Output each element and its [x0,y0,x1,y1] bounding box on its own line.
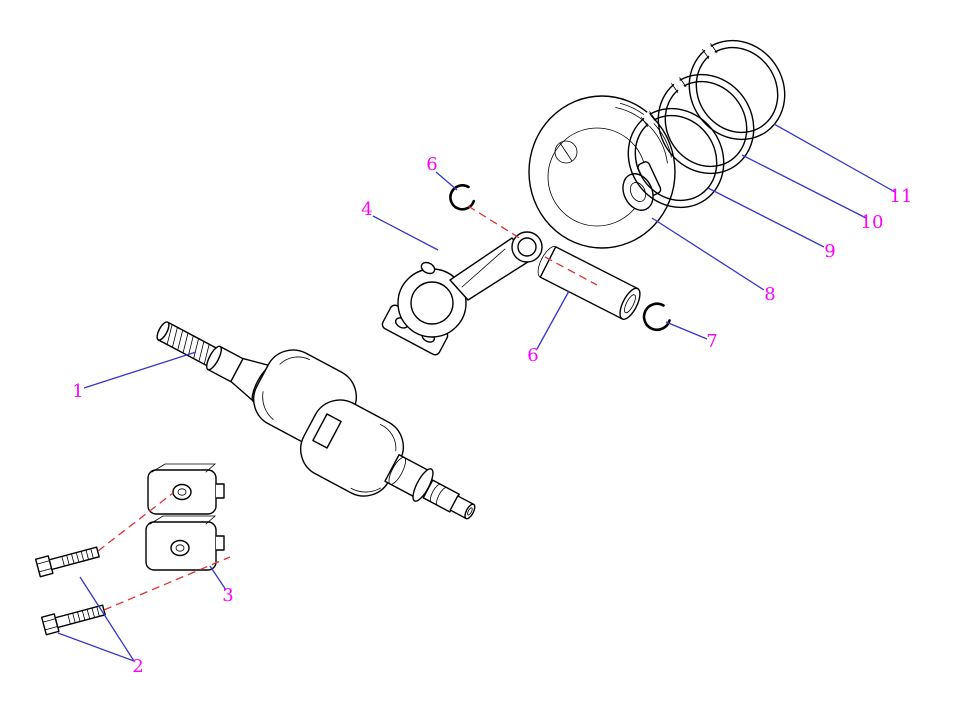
callout-6-circlip: 6 [426,154,438,176]
callout-11: 11 [889,186,913,208]
piston-ring-drawing-10 [657,73,755,175]
bolt-drawing-1 [34,546,100,578]
callout-6-piston-pin: 6 [527,345,539,367]
piston-pin-drawing [537,246,641,320]
bearing-block-drawing [145,463,225,571]
callout-7: 7 [706,331,718,353]
piston-ring-drawing-11 [688,39,786,141]
callout-3: 3 [222,585,234,607]
alignment-lines [97,205,598,611]
crankshaft-drawing [156,321,476,520]
callout-4: 4 [361,199,373,221]
piston-ring-drawing-9 [627,107,725,209]
piston-drawing [528,95,676,249]
callout-2: 2 [132,656,144,678]
callout-1: 1 [72,381,84,403]
leader-lines [57,123,896,662]
callout-10: 10 [860,212,884,234]
connecting-rod-drawing [381,231,543,356]
circlip-right-drawing [642,302,671,332]
circlip-top-drawing [449,184,476,211]
callout-9: 9 [824,241,836,263]
callout-8: 8 [764,284,776,306]
bolt-drawing-2 [40,604,106,636]
